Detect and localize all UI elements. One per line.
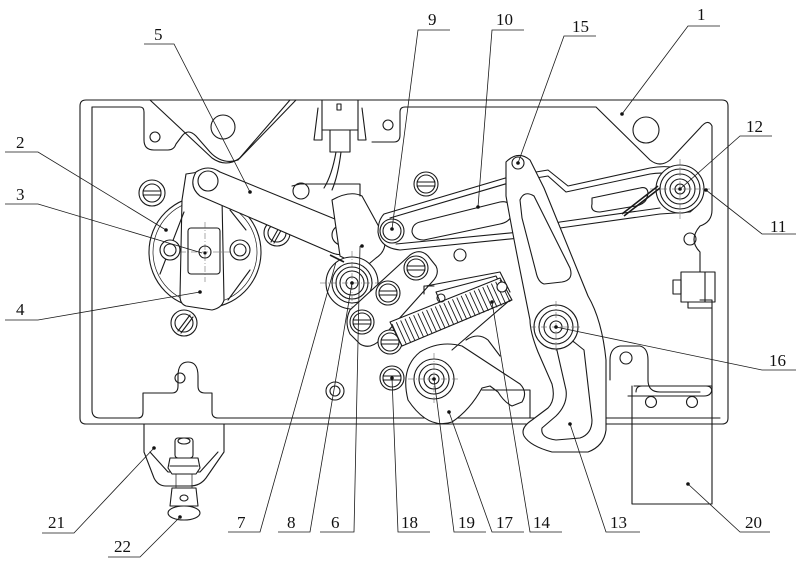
screw <box>403 255 429 281</box>
mount-hole <box>619 351 633 365</box>
label-2: 2 <box>16 133 25 152</box>
spring-coil <box>400 320 412 343</box>
label-5: 5 <box>154 25 163 44</box>
reference-numerals: 1 2 3 4 5 6 7 8 9 10 11 12 13 14 15 16 1… <box>16 5 786 556</box>
spring-coil <box>465 293 476 317</box>
label-8: 8 <box>287 513 296 532</box>
label-10: 10 <box>496 10 513 29</box>
spring-coil <box>447 300 459 324</box>
mount-hole <box>382 119 394 131</box>
spring-coil <box>426 309 437 333</box>
label-21: 21 <box>48 513 65 532</box>
label-16: 16 <box>769 351 786 370</box>
label-11: 11 <box>770 217 786 236</box>
screw <box>349 309 375 335</box>
label-3: 3 <box>16 185 25 204</box>
screw <box>375 280 401 306</box>
lever-pivot <box>379 218 405 244</box>
side-connector <box>672 271 716 309</box>
spring-coil <box>391 323 403 347</box>
mount-hole <box>632 116 660 144</box>
label-1: 1 <box>697 5 706 24</box>
rivet <box>329 385 341 397</box>
label-12: 12 <box>746 117 763 136</box>
trigger-pawl <box>405 299 531 425</box>
label-15: 15 <box>572 17 589 36</box>
spring-coil <box>477 288 489 311</box>
mount-hole <box>683 232 697 246</box>
bottom-bracket <box>143 423 225 492</box>
label-13: 13 <box>610 513 627 532</box>
spring-coil <box>404 318 416 341</box>
mount-hole <box>174 372 186 384</box>
leader-lines <box>5 25 796 558</box>
spring-coil <box>460 295 472 319</box>
mount-hole <box>149 131 161 143</box>
spring-coil <box>443 302 455 326</box>
latch-pin <box>167 487 201 521</box>
spring-coil <box>395 322 407 345</box>
screw <box>413 171 439 197</box>
label-19: 19 <box>458 513 475 532</box>
label-9: 9 <box>428 10 437 29</box>
spring-coil <box>456 297 468 320</box>
spring-coil <box>408 316 420 340</box>
screw <box>377 329 403 355</box>
spring-coil <box>434 306 446 329</box>
strike-box <box>631 385 713 505</box>
spring-coil <box>486 285 498 308</box>
wire-connector <box>313 99 367 191</box>
spring-coil <box>482 286 494 310</box>
cylinder-assembly <box>138 169 291 337</box>
label-7: 7 <box>237 513 246 532</box>
label-17: 17 <box>496 513 514 532</box>
spring-coil <box>452 299 463 322</box>
label-14: 14 <box>533 513 551 532</box>
spring-coil <box>417 313 429 336</box>
spring-coil <box>473 290 485 313</box>
spring-coil <box>413 315 425 338</box>
mount-hole <box>210 114 236 140</box>
mount-hole <box>453 248 467 262</box>
label-18: 18 <box>401 513 418 532</box>
label-22: 22 <box>114 537 131 556</box>
spring-coil <box>430 307 442 331</box>
label-4: 4 <box>16 300 25 319</box>
spring-coil <box>469 292 481 315</box>
spring-coil <box>421 311 433 334</box>
tension-spring <box>389 271 513 347</box>
spring-coil <box>490 283 502 306</box>
label-6: 6 <box>331 513 340 532</box>
housing-plate <box>79 99 729 425</box>
label-20: 20 <box>745 513 762 532</box>
spring-coil <box>439 304 450 327</box>
